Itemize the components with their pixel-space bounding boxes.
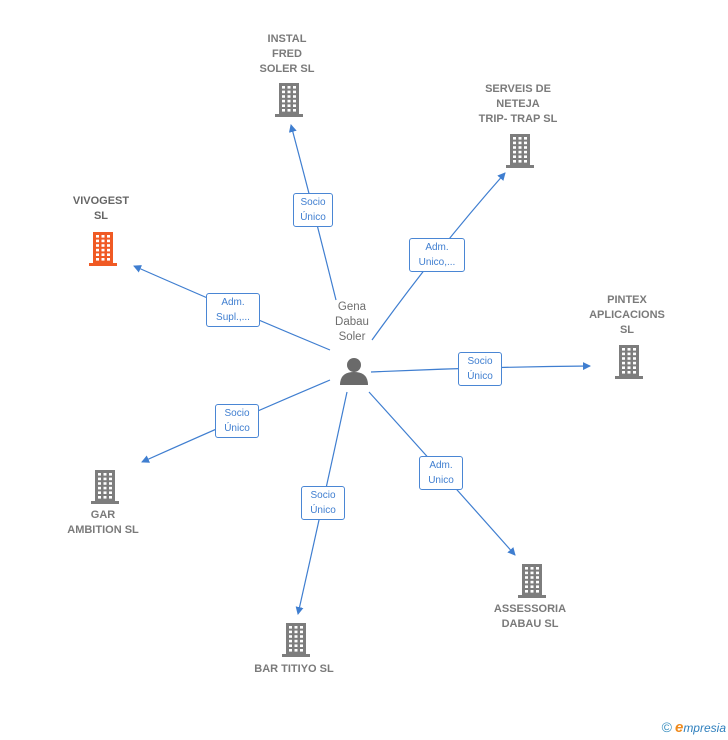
building-icon-bar[interactable]: [282, 623, 310, 657]
edge-label-serveis[interactable]: Adm. Unico,...: [409, 238, 465, 272]
building-icon-gar[interactable]: [91, 470, 119, 504]
edge-label-pintex[interactable]: Socio Único: [458, 352, 502, 386]
brand-name: mpresia: [683, 721, 726, 735]
node-label-pintex[interactable]: PINTEX APLICACIONS SL: [589, 294, 665, 336]
building-icon-serveis[interactable]: [506, 134, 534, 168]
brand-initial: e: [674, 719, 684, 736]
node-label-assessoria[interactable]: ASSESSORIA DABAU SL: [493, 603, 567, 630]
person-icon[interactable]: [340, 358, 368, 385]
building-icon-vivogest[interactable]: [89, 232, 117, 266]
building-icon-pintex[interactable]: [615, 345, 643, 379]
edge-label-vivogest[interactable]: Adm. Supl.,...: [206, 293, 260, 327]
edge-label-gar[interactable]: Socio Único: [215, 404, 259, 438]
building-icon-assessoria[interactable]: [518, 564, 546, 598]
node-label-bar[interactable]: BAR TITIYO SL: [254, 663, 334, 675]
node-label-vivogest[interactable]: VIVOGEST SL: [72, 195, 130, 222]
center-person-name[interactable]: Gena Dabau Soler: [335, 301, 369, 343]
node-label-serveis[interactable]: SERVEIS DE NETEJA TRIP- TRAP SL: [478, 83, 558, 125]
edge-label-bar[interactable]: Socio Único: [301, 486, 345, 520]
node-label-gar[interactable]: GAR AMBITION SL: [67, 509, 139, 536]
edge-label-assessoria[interactable]: Adm. Unico: [419, 456, 463, 490]
footer-brand: ©empresia: [662, 719, 726, 736]
edge-label-instal[interactable]: Socio Único: [293, 193, 333, 227]
copyright-icon: ©: [661, 719, 672, 735]
building-icon-instal[interactable]: [275, 83, 303, 117]
node-label-instal[interactable]: INSTAL FRED SOLER SL: [259, 33, 315, 75]
